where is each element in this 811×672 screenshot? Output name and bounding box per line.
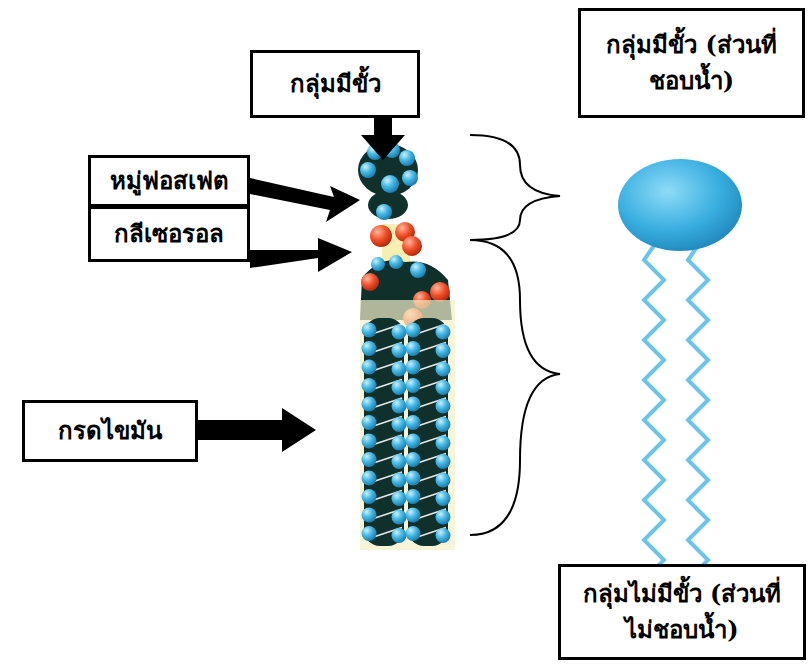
atom	[362, 508, 377, 523]
atom	[406, 360, 421, 375]
atom	[392, 362, 407, 377]
fatty-acid-tails	[360, 300, 455, 550]
atom	[436, 417, 451, 432]
atom	[362, 434, 377, 449]
atom	[436, 454, 451, 469]
atom	[406, 434, 421, 449]
atom	[362, 526, 377, 541]
label-text: หมู่ฟอสเฟต	[110, 163, 229, 199]
label-text: กลีเซอรอล	[114, 216, 224, 252]
atom	[392, 436, 407, 451]
atom	[362, 341, 377, 356]
atom	[436, 436, 451, 451]
atom	[392, 380, 407, 395]
atom	[362, 489, 377, 504]
label-text: กลุ่มมีขั้ว (ส่วนที่ชอบน้ำ)	[591, 27, 792, 99]
atom	[362, 471, 377, 486]
label-box: กลุ่มมีขั้ว	[250, 50, 420, 118]
atom	[436, 491, 451, 506]
label-text: กลุ่มไม่มีขั้ว (ส่วนที่ไม่ชอบน้ำ)	[571, 576, 793, 648]
atom	[436, 528, 451, 543]
atom	[436, 510, 451, 525]
atom	[436, 473, 451, 488]
label-box: กลุ่มมีขั้ว (ส่วนที่ชอบน้ำ)	[578, 8, 805, 118]
atom	[406, 508, 421, 523]
atom	[392, 325, 407, 340]
atom	[362, 323, 377, 338]
atom	[406, 378, 421, 393]
label-text: กรดไขมัน	[58, 413, 162, 449]
atom	[392, 528, 407, 543]
atom	[406, 526, 421, 541]
atom	[406, 397, 421, 412]
atom	[392, 454, 407, 469]
label-box: กลีเซอรอล	[88, 206, 250, 262]
atom	[406, 471, 421, 486]
atom	[406, 452, 421, 467]
atom	[406, 415, 421, 430]
atom	[406, 341, 421, 356]
atom	[362, 378, 377, 393]
atom	[436, 362, 451, 377]
bracket	[470, 135, 560, 535]
atom	[362, 360, 377, 375]
atom	[436, 399, 451, 414]
atom	[362, 452, 377, 467]
atom	[406, 323, 421, 338]
atom	[392, 343, 407, 358]
label-box: กลุ่มไม่มีขั้ว (ส่วนที่ไม่ชอบน้ำ)	[558, 564, 806, 660]
label-box: หมู่ฟอสเฟต	[88, 155, 250, 207]
atom	[436, 380, 451, 395]
atom	[362, 397, 377, 412]
label-text: กลุ่มมีขั้ว	[290, 66, 381, 102]
atom	[392, 399, 407, 414]
schematic-phospholipid	[618, 159, 742, 580]
atom	[362, 415, 377, 430]
label-box: กรดไขมัน	[22, 400, 198, 462]
atom	[436, 325, 451, 340]
atom	[392, 491, 407, 506]
atom	[436, 343, 451, 358]
atom	[406, 489, 421, 504]
atom	[392, 417, 407, 432]
atom	[392, 473, 407, 488]
atom	[392, 510, 407, 525]
